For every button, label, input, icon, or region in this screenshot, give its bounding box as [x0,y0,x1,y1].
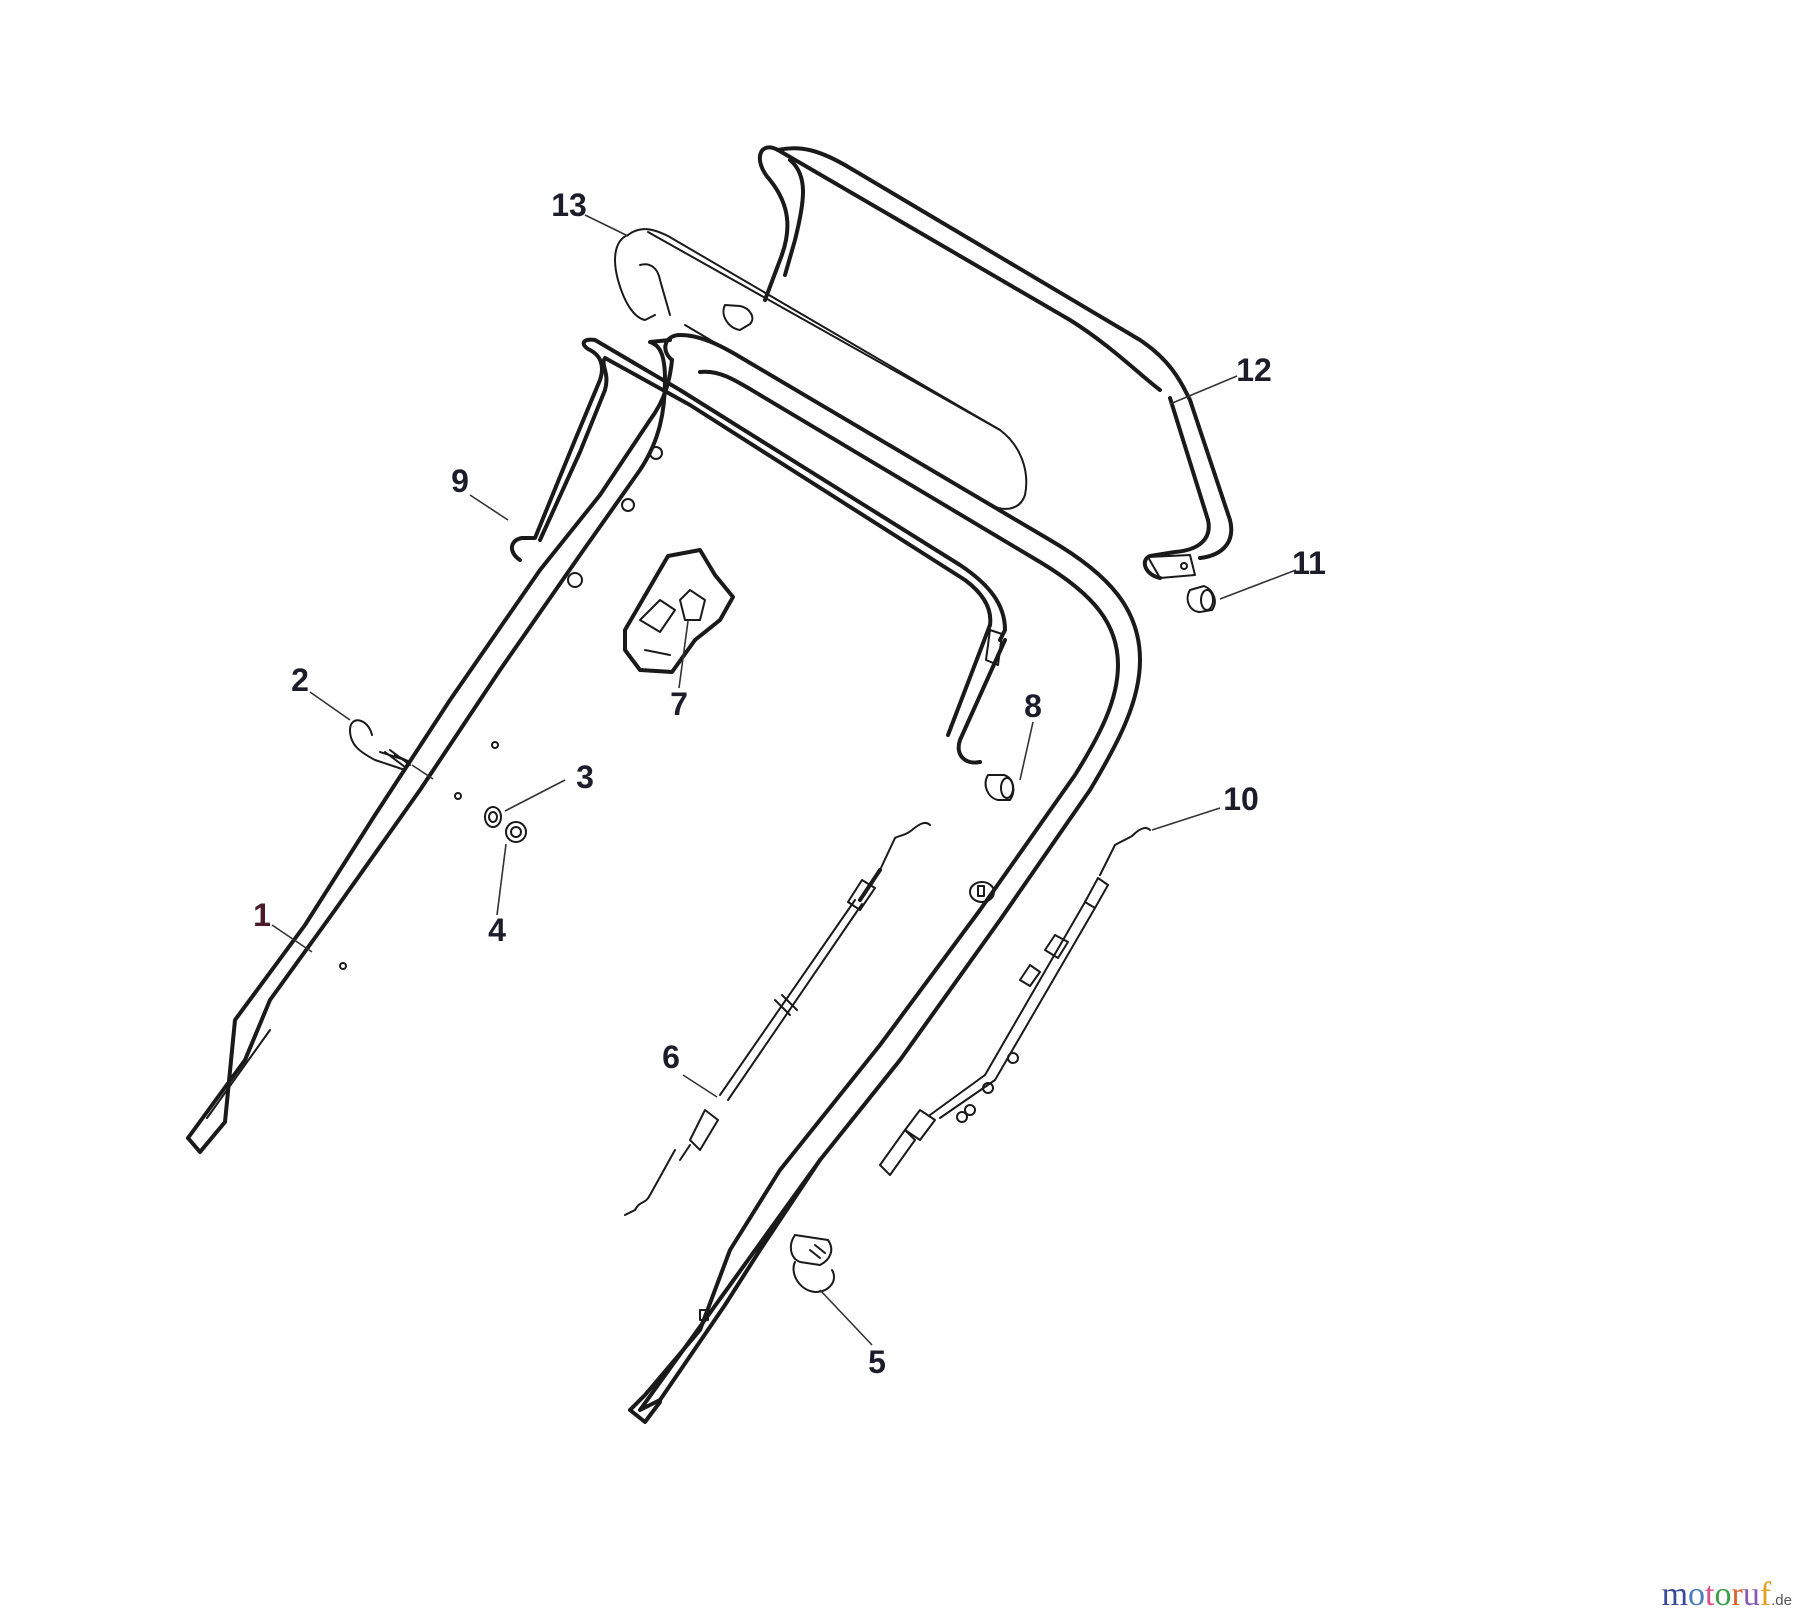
cable-guide-bracket-part [623,548,735,674]
logo-letter: o [1714,1576,1732,1613]
callout-7[interactable]: 7 [670,686,688,722]
logo-letter: m [1661,1576,1689,1613]
callout-6[interactable]: 6 [662,1039,680,1075]
callout-5[interactable]: 5 [868,1344,886,1380]
upper-handle-grip-part [614,228,1028,510]
logo-letter: o [1688,1576,1706,1613]
logo-tld: .de [1771,1592,1792,1609]
washer-part [484,806,502,828]
callout-9[interactable]: 9 [451,463,469,499]
leader-lines [271,214,1297,1346]
cable-hook-bolt-part [349,719,411,771]
nut-part [505,821,527,843]
callout-10[interactable]: 10 [1223,781,1259,817]
lower-handle-tube-part [186,333,1142,1424]
callout-1[interactable]: 1 [253,897,271,933]
callout-12[interactable]: 12 [1236,352,1272,388]
callout-13[interactable]: 13 [551,187,587,223]
cable-clip-part [789,1234,835,1293]
logo-letter: f [1759,1576,1772,1613]
bushing-part-11 [1186,585,1216,613]
motoruf-logo: motoruf.de [1662,1576,1792,1614]
drive-cable-part [624,821,931,1216]
logo-letter: t [1705,1576,1715,1613]
logo-letter: r [1731,1576,1743,1613]
brake-cable-part [879,826,1151,1176]
drive-lever-part [510,337,1007,765]
callout-2[interactable]: 2 [291,662,309,698]
logo-letter: u [1742,1576,1760,1613]
callout-11[interactable]: 11 [1292,545,1326,581]
bushing-part-8 [984,774,1015,801]
callout-3[interactable]: 3 [576,759,594,795]
brake-lever-bail-part [758,145,1234,580]
callout-4[interactable]: 4 [488,912,506,948]
callout-8[interactable]: 8 [1024,688,1042,724]
